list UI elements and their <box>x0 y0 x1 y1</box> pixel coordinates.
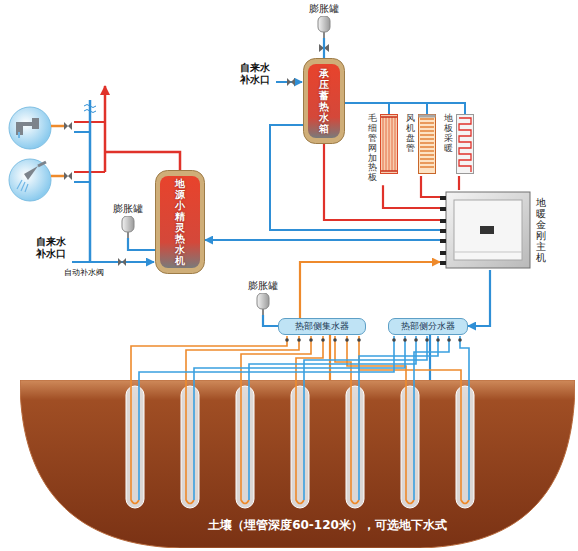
node-text: 地板采暖 <box>444 114 453 154</box>
symbol <box>418 114 436 174</box>
label-box: 自动补水阀 <box>64 268 104 278</box>
node-text: 毛细管网加热板 <box>368 114 377 183</box>
pipe-connector <box>128 238 155 250</box>
node-text: 承压蓄热水箱 <box>319 68 329 134</box>
symbol <box>121 216 135 238</box>
expansion-tank: 膨胀罐 <box>245 280 281 315</box>
pipe-connector <box>263 315 278 326</box>
label-box: 自来水 补水口 <box>36 236 68 260</box>
symbol <box>317 16 331 38</box>
collector-manifold: 热部侧集水器 <box>278 318 366 335</box>
node-text: 热部侧集水器 <box>295 321 349 332</box>
node-text: 地暖金刚主机 <box>536 197 546 263</box>
symbol <box>440 190 532 270</box>
node-text: 膨胀罐 <box>309 3 339 15</box>
heat-pump-unit: 地暖金刚主机 <box>440 190 546 270</box>
pipe-connector <box>421 176 440 197</box>
symbol <box>456 114 474 174</box>
storage-tank: 承压蓄热水箱 <box>303 58 345 144</box>
radiant-panel: 毛细管网加热板 <box>366 112 400 185</box>
annotation-label: 自动补水阀 <box>64 268 104 278</box>
pipe-connector <box>458 176 460 190</box>
pipe-connector <box>205 239 440 241</box>
symbol <box>256 293 270 315</box>
pipe-connector <box>329 335 331 380</box>
expansion-tank: 膨胀罐 <box>110 203 146 238</box>
node-text: 地源小精灵热水机 <box>175 178 185 266</box>
fan-coil: 风机盘管 <box>404 112 438 176</box>
floor-heating: 地板采暖 <box>442 112 476 176</box>
symbol <box>380 114 398 174</box>
expansion-tank: 膨胀罐 <box>303 3 345 38</box>
node-text: 风机盘管 <box>406 114 415 154</box>
distributor-manifold: 热部侧分水器 <box>388 318 468 335</box>
pipe-connector <box>468 270 490 326</box>
pipe-connector <box>300 262 440 318</box>
label-box: 自来水 补水口 <box>240 62 272 86</box>
node-text: 膨胀罐 <box>113 203 143 215</box>
annotation-label: 自来水 补水口 <box>240 62 272 86</box>
pipe-connector <box>429 335 431 380</box>
water-heater-tank: 地源小精灵热水机 <box>155 170 205 274</box>
node-text: 土壤（埋管深度60-120米），可选地下水式 <box>208 518 447 532</box>
node-text: 膨胀罐 <box>248 280 278 292</box>
pipe-connector <box>323 38 325 58</box>
node-text: 热部侧分水器 <box>401 321 455 332</box>
annotation-label: 自来水 补水口 <box>36 236 68 260</box>
